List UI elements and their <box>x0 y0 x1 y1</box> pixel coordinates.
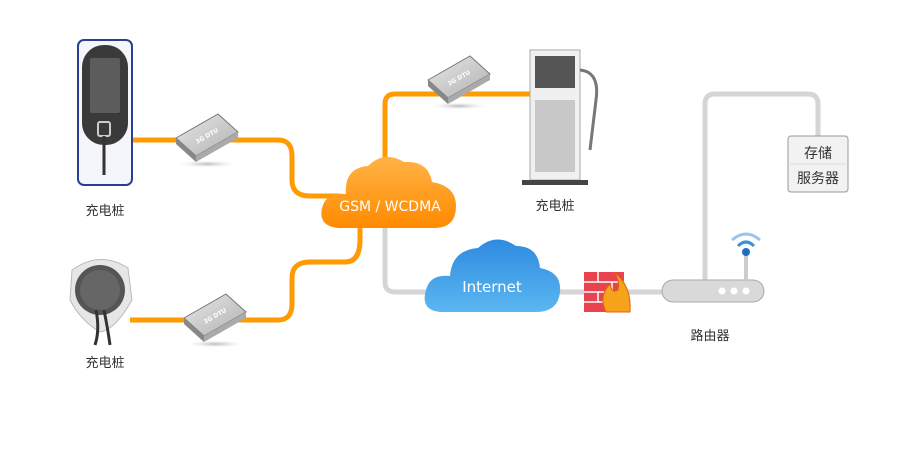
charger-1 <box>77 39 133 186</box>
wifi-icon <box>731 232 761 256</box>
link-router-storage <box>702 91 821 282</box>
storage-server-label-2: 服务器 <box>797 171 839 187</box>
charger-2-label: 充电桩 <box>85 356 125 371</box>
link-gsm-internet <box>382 225 440 295</box>
charger-1-label: 充电桩 <box>85 204 125 219</box>
wireless-links <box>130 91 530 323</box>
dtu-3: 3G DTU <box>427 55 491 110</box>
storage-server-icon <box>787 135 849 193</box>
internet-cloud-label: Internet <box>462 278 522 296</box>
storage-server-label-1: 存储 <box>804 146 832 162</box>
link-charger1-gsm <box>132 137 340 199</box>
firewall-icon <box>584 271 631 313</box>
charger-2 <box>69 259 133 346</box>
charger-3-label: 充电桩 <box>535 199 575 214</box>
gsm-cloud-label: GSM / WCDMA <box>339 199 441 215</box>
link-charger2-gsm <box>130 225 363 323</box>
router-label: 路由器 <box>690 329 730 344</box>
link-gsm-charger3 <box>382 91 530 170</box>
dtu-1: 3G DTU <box>175 113 239 168</box>
dtu-2: 3G DTU <box>183 293 247 348</box>
charger-3 <box>522 49 599 185</box>
gsm-cloud <box>321 156 456 228</box>
internet-cloud <box>424 239 561 312</box>
router-icon <box>661 232 765 303</box>
